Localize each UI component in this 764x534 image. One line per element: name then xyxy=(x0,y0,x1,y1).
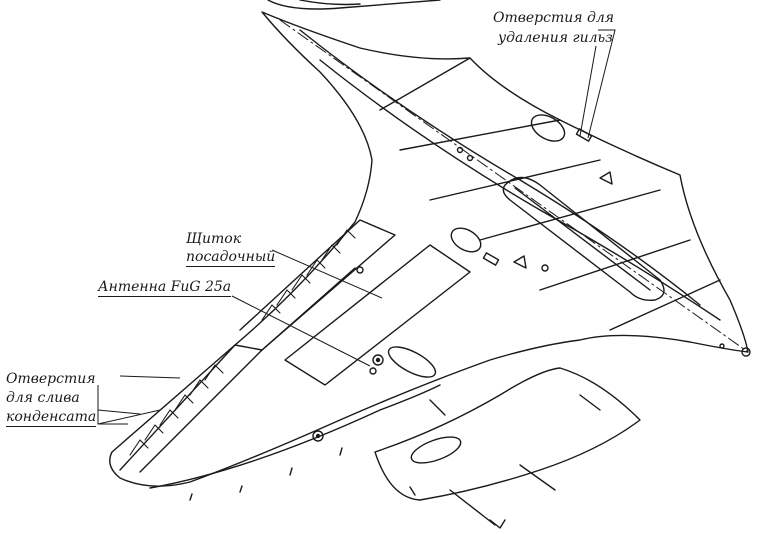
aileron-hatching xyxy=(129,229,356,456)
other-wing-outline xyxy=(374,367,641,501)
gun-bay-slot xyxy=(502,176,665,302)
label-shell-holes-line1: Отверстия для xyxy=(493,10,615,26)
label-drain-line3: конденсата xyxy=(6,409,97,427)
label-shell-holes-line2: удаления гильз xyxy=(498,30,613,46)
label-flap-line1: Щиток xyxy=(186,231,242,247)
label-drain-line1: Отверстия xyxy=(6,371,96,387)
label-drain-line2: для слива xyxy=(6,390,80,406)
label-flap-line2: посадочный xyxy=(186,249,276,267)
upper-partial-part xyxy=(267,0,441,10)
label-antenna: Антенна FuG 25a xyxy=(98,279,232,297)
landing-flap-panel xyxy=(284,244,471,386)
airframe-outline xyxy=(109,11,749,487)
